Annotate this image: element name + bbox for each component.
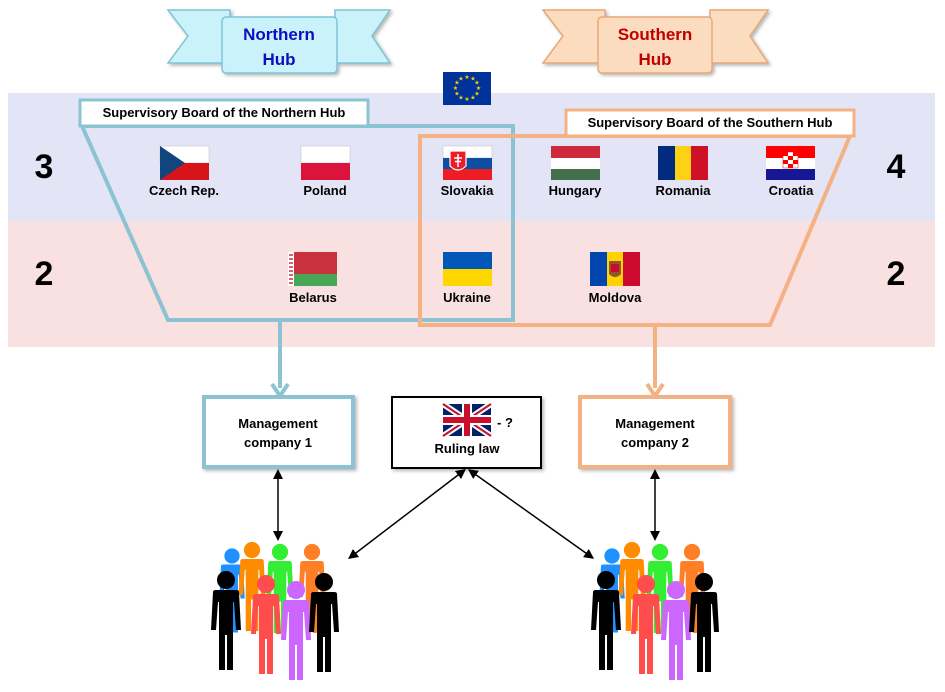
northern-board-label: Supervisory Board of the Northern Hub bbox=[103, 105, 346, 120]
person-icon bbox=[661, 581, 691, 680]
management-company-1-line1: Management bbox=[238, 416, 318, 431]
southern-board-label-box bbox=[564, 108, 856, 138]
count-bottom-left: 2 bbox=[35, 255, 54, 293]
southern-hub-title-2: Hub bbox=[638, 50, 671, 69]
management-company-2-line1: Management bbox=[615, 416, 695, 431]
svg-text:★: ★ bbox=[464, 96, 469, 103]
svg-text:★: ★ bbox=[453, 85, 458, 92]
svg-text:★: ★ bbox=[458, 76, 463, 83]
moldova-flag-icon bbox=[590, 252, 640, 286]
country-hungary: Hungary bbox=[549, 183, 603, 198]
slovakia-flag-icon bbox=[442, 145, 493, 180]
svg-text:★: ★ bbox=[474, 91, 479, 98]
hungary-flag-icon bbox=[551, 146, 600, 180]
people-group-left bbox=[211, 541, 339, 680]
czech-flag-icon bbox=[159, 145, 210, 180]
country-slovakia: Slovakia bbox=[441, 183, 495, 198]
ruling-law-label: Ruling law bbox=[435, 441, 501, 456]
northern-hub-banner: Northern Hub bbox=[166, 9, 392, 74]
romania-flag-icon bbox=[658, 146, 708, 180]
svg-text:★: ★ bbox=[454, 91, 459, 98]
country-poland: Poland bbox=[303, 183, 346, 198]
person-icon bbox=[251, 575, 281, 674]
southern-hub-title-1: Southern bbox=[618, 25, 693, 44]
country-moldova: Moldova bbox=[589, 290, 642, 305]
country-czech: Czech Rep. bbox=[149, 183, 219, 198]
svg-text:★: ★ bbox=[470, 76, 475, 83]
ruling-law-suffix: - ? bbox=[497, 415, 513, 430]
management-company-2-line2: company 2 bbox=[621, 435, 689, 450]
country-ukraine: Ukraine bbox=[443, 290, 491, 305]
person-icon bbox=[631, 575, 661, 674]
svg-text:★: ★ bbox=[474, 80, 479, 87]
croatia-flag-icon bbox=[766, 146, 815, 180]
arrow-law-right-people bbox=[467, 469, 595, 559]
belarus-flag-icon bbox=[288, 252, 337, 286]
count-top-left: 3 bbox=[35, 148, 54, 186]
uk-flag-icon bbox=[441, 401, 493, 439]
arrow-law-left-people bbox=[348, 468, 466, 560]
person-icon bbox=[281, 581, 311, 680]
southern-hub-banner: Southern Hub bbox=[541, 9, 770, 74]
management-company-2-box bbox=[578, 395, 732, 469]
people-group-right bbox=[591, 541, 719, 680]
country-belarus: Belarus bbox=[289, 290, 337, 305]
ukraine-flag-icon bbox=[443, 252, 492, 286]
person-icon bbox=[689, 573, 719, 672]
person-icon bbox=[618, 541, 646, 631]
poland-flag-icon bbox=[300, 145, 351, 180]
svg-text:★: ★ bbox=[476, 85, 481, 92]
person-icon bbox=[646, 543, 674, 633]
person-icon bbox=[266, 543, 294, 633]
svg-text:★: ★ bbox=[464, 74, 469, 81]
count-top-right: 4 bbox=[887, 148, 906, 186]
svg-text:★: ★ bbox=[458, 95, 463, 102]
person-icon bbox=[309, 573, 339, 672]
management-company-1-line2: company 1 bbox=[244, 435, 312, 450]
northern-board-label-box bbox=[78, 98, 370, 128]
management-company-1-box bbox=[202, 395, 355, 469]
southern-board-label: Supervisory Board of the Southern Hub bbox=[588, 115, 833, 130]
northern-hub-title-1: Northern bbox=[243, 25, 315, 44]
svg-text:★: ★ bbox=[470, 95, 475, 102]
svg-text:★: ★ bbox=[454, 80, 459, 87]
person-icon bbox=[211, 571, 241, 670]
country-romania: Romania bbox=[656, 183, 712, 198]
country-croatia: Croatia bbox=[769, 183, 815, 198]
eu-flag-icon: ★★★ ★★★ ★★★ ★★★ bbox=[443, 72, 491, 105]
count-bottom-right: 2 bbox=[887, 255, 906, 293]
person-icon bbox=[591, 571, 621, 670]
northern-hub-title-2: Hub bbox=[262, 50, 295, 69]
person-icon bbox=[238, 541, 266, 631]
